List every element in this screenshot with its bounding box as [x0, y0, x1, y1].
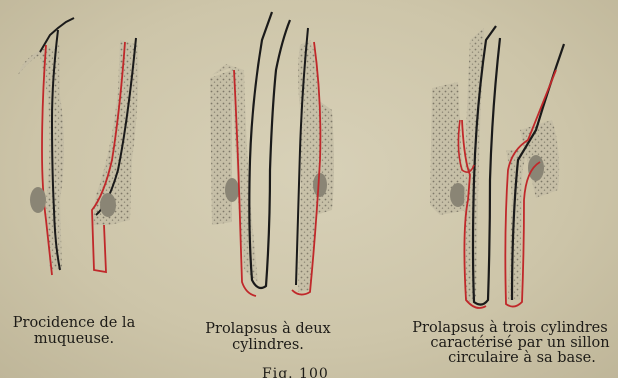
caption-3-line-1: Prolapsus à trois cylindres	[398, 321, 618, 336]
caption-3-line-3: circulaire à sa base.	[398, 351, 618, 366]
fig2-right-block	[316, 100, 334, 215]
caption-2-line-2: cylindres.	[198, 337, 338, 353]
figure-2-two-cylinder-prolapse	[210, 12, 334, 296]
fig2-right-muscle	[313, 173, 327, 197]
caption-1-line-2: muqueuse.	[4, 331, 144, 347]
fig3-right-muscle	[528, 155, 544, 181]
caption-mucosal-procidentia: Procidence de la muqueuse.	[4, 315, 144, 347]
caption-2-line-1: Prolapsus à deux	[198, 321, 338, 337]
fig2-left-muscle	[225, 178, 239, 202]
caption-three-cylinder-prolapse: Prolapsus à trois cylindres caractérisé …	[398, 321, 618, 366]
caption-3-line-2: caractérisé par un sillon	[398, 336, 618, 351]
fig3-left-muscle	[450, 183, 466, 207]
fig1-right-muscle	[100, 193, 116, 217]
caption-1-line-1: Procidence de la	[4, 315, 144, 331]
fig1-left-wall-tissue	[18, 45, 64, 270]
caption-two-cylinder-prolapse: Prolapsus à deux cylindres.	[198, 321, 338, 353]
figure-1-mucosal-procidentia	[18, 18, 138, 275]
figure-number-label: Fig. 100	[262, 366, 329, 378]
figure-3-three-cylinder-prolapse	[430, 26, 564, 308]
fig2-left-block	[210, 70, 232, 225]
fig2-inner-black-line	[249, 12, 290, 288]
fig2-right-wall-tissue	[298, 40, 318, 292]
fig1-left-muscle	[30, 187, 46, 213]
